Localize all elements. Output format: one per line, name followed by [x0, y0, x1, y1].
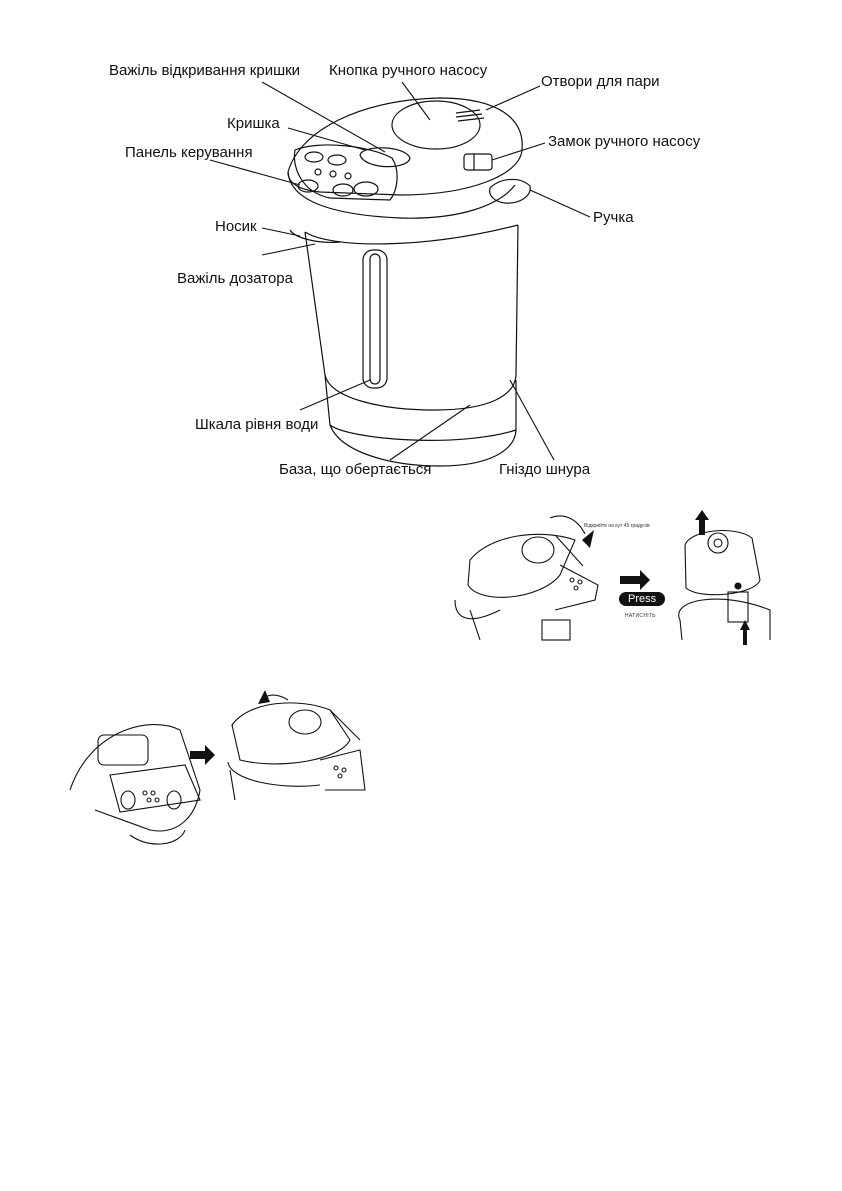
lid-outline [287, 97, 523, 196]
arrow-right-2-icon [190, 745, 215, 765]
lid-lever-shape [359, 147, 411, 168]
label-lid: Кришка [227, 115, 280, 132]
figure-lever-press [69, 724, 201, 845]
spout-shape [289, 229, 341, 243]
arrow-up-icon [695, 510, 709, 535]
steam-vents-shape [455, 109, 485, 122]
figure-remove-lid [678, 529, 771, 641]
label-water-gauge: Шкала рівня води [195, 416, 319, 433]
figure-caption-45: Відкрийте на кут 45 градусів [584, 523, 650, 529]
rotating-base-shape [324, 374, 517, 467]
press-badge: Press [619, 592, 666, 606]
label-pump-button: Кнопка ручного насосу [329, 62, 488, 79]
label-handle: Ручка [593, 209, 634, 226]
water-gauge-shape [362, 249, 388, 389]
figure-open-lid [454, 515, 599, 641]
label-dispense-lever: Важіль дозатора [177, 270, 293, 287]
handle-shape [489, 178, 531, 204]
label-lid-lever: Важіль відкривання кришки [109, 62, 301, 79]
figure-lid-open [227, 694, 366, 801]
label-spout: Носик [215, 218, 257, 235]
label-control-panel: Панель керування [125, 144, 253, 161]
label-steam-vents: Отвори для пари [541, 73, 660, 90]
press-sub-label: НАТИСНІТЬ [625, 613, 656, 619]
pump-lock-shape [463, 153, 493, 171]
label-rotating-base: База, що обертається [279, 461, 432, 478]
label-pump-lock: Замок ручного насосу [548, 133, 701, 150]
pump-button-shape [391, 100, 481, 150]
body-shape [304, 224, 519, 411]
arrow-up-bottom-icon [740, 620, 750, 645]
control-panel-shape [293, 144, 398, 201]
label-cord-socket: Гніздо шнура [499, 461, 591, 478]
arrow-right-icon [620, 570, 650, 590]
